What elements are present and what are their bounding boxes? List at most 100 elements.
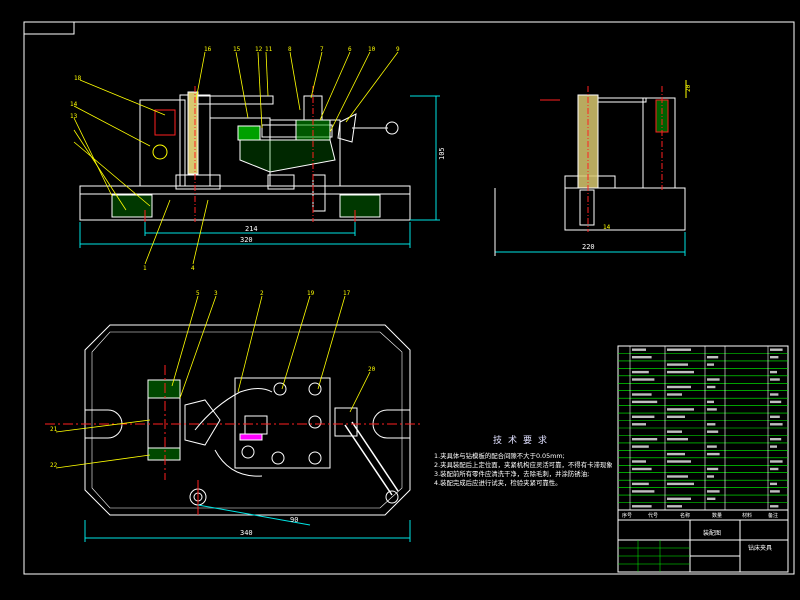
parts-cell-entry — [667, 408, 694, 411]
parts-cell-entry — [667, 438, 688, 441]
top-left-block-section — [147, 379, 181, 399]
top-workpiece-arc — [194, 388, 273, 431]
parts-cell-entry — [707, 400, 714, 404]
parts-cell-entry — [770, 393, 779, 396]
parts-cell-entry — [632, 445, 649, 448]
parts-cell-entry — [770, 423, 783, 426]
tech-title: 技术要求 — [492, 436, 553, 446]
parts-cell-entry — [632, 460, 646, 463]
dim-line-offset — [197, 504, 311, 526]
balloon-label: 1 — [143, 265, 147, 272]
parts-cell-entry — [632, 505, 652, 508]
front-bolt — [312, 174, 326, 212]
side-clamp — [642, 97, 676, 189]
top-screw-block — [244, 415, 268, 435]
corner-tag-box — [23, 21, 75, 35]
parts-cell-entry — [770, 400, 782, 404]
tech-item: 4.装配完成后应进行试夹，检验夹紧可靠性。 — [434, 479, 562, 487]
top-leaders — [55, 295, 371, 469]
top-lever-ball — [385, 490, 399, 504]
top-bolt-hole — [308, 382, 322, 396]
parts-cell-entry — [770, 415, 780, 418]
parts-cell-entry — [667, 415, 685, 418]
front-right-section — [339, 194, 381, 218]
front-clamp-screw-section — [154, 109, 176, 136]
front-guide-pin — [187, 91, 199, 175]
header-cell: 序号 — [622, 512, 632, 519]
drawing-frame — [23, 21, 795, 575]
top-workpiece-lower — [214, 449, 263, 477]
parts-cell-entry — [707, 430, 719, 433]
parts-header: 序号 代号 名称 数量 材料 备注 — [622, 512, 778, 519]
parts-cell-entry — [632, 490, 655, 493]
front-bushing — [237, 125, 261, 141]
parts-list — [617, 345, 789, 511]
balloon-label: 17 — [343, 290, 351, 297]
balloon-label: 21 — [50, 426, 58, 433]
side-view: 220 14 20 — [494, 80, 692, 256]
top-view: 340 90 5 3 2 19 17 20 21 22 — [45, 290, 420, 542]
top-base-inner — [91, 331, 403, 509]
side-base — [564, 187, 686, 231]
front-leaders — [73, 51, 399, 265]
parts-cell-entry — [707, 356, 719, 359]
header-cell: 材料 — [742, 512, 752, 519]
dim-side-top: 20 — [685, 84, 692, 92]
balloon-label: 6 — [348, 46, 352, 53]
parts-cell-entry — [770, 378, 780, 381]
front-workpiece — [239, 139, 336, 173]
side-body — [597, 97, 644, 189]
top-bolt-hole — [241, 445, 255, 459]
front-handle-ball — [385, 121, 399, 135]
balloon-label: 12 — [255, 46, 263, 53]
parts-cell-entry — [632, 370, 649, 374]
balloon-label: 18 — [74, 75, 82, 82]
front-left-column — [139, 99, 186, 187]
balloon-label: 5 — [196, 290, 200, 297]
parts-cell-entry — [667, 348, 691, 351]
parts-cell-entry — [632, 348, 646, 351]
parts-cell-entry — [707, 452, 720, 456]
balloon-label: 10 — [368, 46, 376, 53]
parts-cell-entry — [667, 482, 694, 486]
title-block-grid — [618, 540, 690, 572]
balloon-label: 8 — [288, 46, 292, 53]
parts-cell-entry — [667, 475, 688, 478]
top-lever-arm — [344, 424, 393, 496]
side-top-plate — [597, 97, 647, 103]
top-pad-highlight — [239, 433, 263, 441]
front-knurled-nut — [152, 144, 168, 160]
top-base-outline — [84, 324, 411, 516]
tech-item: 2.夹具装配后上定位面，夹紧机构应灵活可靠，不得有卡滞现象; — [434, 461, 612, 469]
parts-cell-entry — [667, 460, 691, 463]
top-bolt-hole — [308, 451, 322, 465]
parts-cell-entry — [667, 370, 694, 374]
parts-cell-entry — [770, 490, 780, 493]
top-lever-arm-edge — [351, 421, 399, 492]
balloon-label: 3 — [214, 290, 218, 297]
parts-cell-entry — [632, 356, 652, 359]
title-block-frame — [617, 509, 789, 573]
top-lever-pivot — [334, 407, 358, 437]
parts-cell-entry — [770, 356, 779, 359]
balloon-label: 14 — [70, 101, 78, 108]
dim-top-offset: 90 — [290, 516, 298, 524]
parts-cell-entry — [632, 378, 655, 381]
parts-cell-entry — [707, 385, 716, 389]
parts-cell-entry — [667, 393, 682, 396]
parts-cell-entry — [707, 408, 717, 411]
parts-cell-entry — [632, 482, 649, 486]
parts-cell-entry — [632, 415, 655, 418]
parts-cell-entry — [707, 475, 714, 478]
balloon-label: 13 — [70, 113, 78, 120]
parts-cell-entry — [667, 505, 682, 508]
header-cell: 备注 — [768, 512, 778, 519]
front-cam-lever — [337, 113, 357, 143]
header-cell: 代号 — [648, 512, 658, 519]
parts-cell-entry — [770, 370, 777, 374]
top-center-plate — [234, 377, 331, 469]
balloon-label: 15 — [233, 46, 241, 53]
top-bolt-hole — [271, 451, 285, 465]
parts-cell-entry — [667, 430, 682, 433]
